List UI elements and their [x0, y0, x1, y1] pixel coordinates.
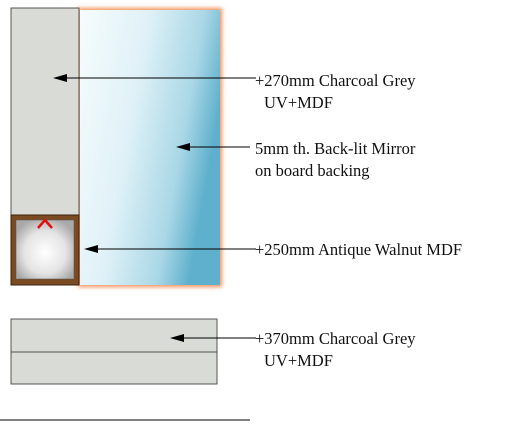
callout-upper-panel-line1: +270mm Charcoal Grey	[255, 71, 416, 90]
leader-lower-panel	[170, 334, 256, 342]
leader-upper-panel	[53, 74, 256, 82]
callout-niche-line1: +250mm Antique Walnut MDF	[255, 240, 463, 259]
leader-niche	[84, 245, 256, 253]
callout-lower-panel: +370mm Charcoal Grey UV+MDF	[255, 328, 416, 372]
callout-mirror-line1: 5mm th. Back-lit Mirror	[255, 139, 416, 158]
walnut-niche-opening	[15, 219, 75, 280]
callout-upper-panel: +270mm Charcoal Grey UV+MDF	[255, 70, 416, 114]
red-marker-icon	[37, 218, 53, 229]
callout-lower-panel-line2: UV+MDF	[264, 351, 333, 370]
callout-mirror-line2: on board backing	[255, 161, 370, 180]
callout-upper-panel-line2: UV+MDF	[264, 93, 333, 112]
callout-mirror: 5mm th. Back-lit Mirror on board backing	[255, 138, 415, 182]
callout-niche: +250mm Antique Walnut MDF	[255, 239, 462, 261]
upper-charcoal-panel	[10, 7, 80, 217]
callout-lower-panel-line1: +370mm Charcoal Grey	[255, 329, 416, 348]
leader-mirror	[176, 143, 250, 151]
